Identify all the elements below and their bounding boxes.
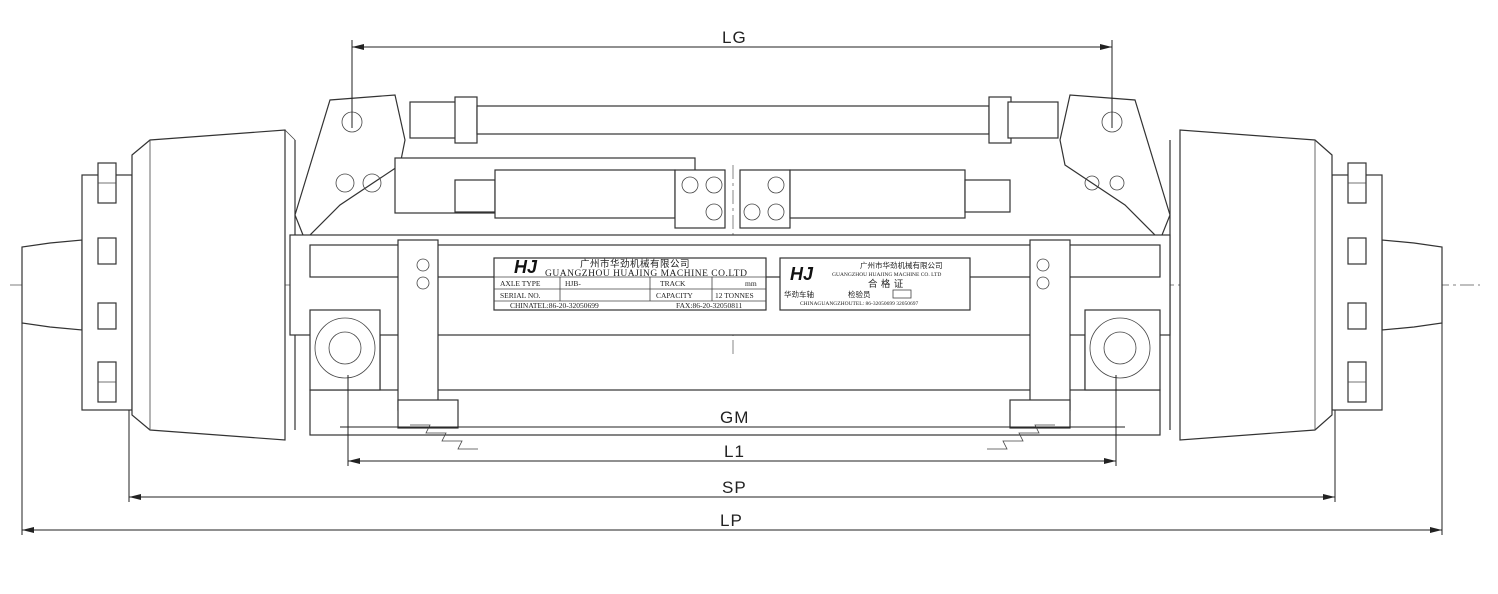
nameplate-right-inspector: 检验员	[848, 289, 871, 299]
nameplate-right-company-en: GUANGZHOU HUAJING MACHINE CO. LTD	[832, 272, 941, 278]
capacity-label: CAPACITY	[656, 291, 693, 300]
nameplate-right-company-cn: 广州市华劲机械有限公司	[860, 260, 943, 270]
nameplate-left-fax: FAX:86-20-32050811	[676, 301, 742, 310]
dimension-lp: LP	[21, 323, 1443, 535]
brake-arms	[397, 239, 1071, 450]
dimension-sp: SP	[128, 410, 1336, 502]
dimension-l1: L1	[347, 375, 1117, 466]
dimension-lg: LG	[351, 28, 1113, 128]
nameplate-right-cert-title: 合 格 证	[868, 278, 904, 290]
nameplate-right-footer: CHINAGUANGZHOUTEL: 86-32050699 32050697	[800, 301, 918, 307]
nameplate-left-logo: HJ	[514, 257, 538, 277]
kingpin-bosses	[309, 309, 1161, 391]
dimension-sp-label: SP	[722, 478, 747, 497]
dimension-gm: GM	[340, 408, 1125, 428]
nameplate-left-company-cn: 广州市华劲机械有限公司	[580, 258, 690, 270]
track-label: TRACK	[660, 279, 686, 288]
right-hub-studs	[1347, 162, 1367, 403]
nameplate-right-brand: 华劲车轴	[784, 289, 814, 299]
nameplate-left-tel: CHINATEL:86-20-32050699	[510, 301, 599, 310]
left-hub	[21, 129, 296, 441]
right-hub	[1169, 129, 1443, 441]
nameplate-left-company-en: GUANGZHOU HUAJING MACHINE CO.LTD	[545, 269, 747, 279]
capacity-value: 12 TONNES	[715, 291, 754, 300]
dimension-gm-label: GM	[720, 408, 749, 427]
dimension-lp-label: LP	[720, 511, 743, 530]
dimension-l1-label: L1	[724, 442, 745, 461]
axle-type-value: HJB-	[565, 279, 581, 288]
nameplate-right: HJ 广州市华劲机械有限公司 GUANGZHOU HUAJING MACHINE…	[779, 257, 971, 311]
dimension-lg-label: LG	[722, 28, 747, 47]
steering-cylinder	[394, 157, 1011, 229]
axle-type-label: AXLE TYPE	[500, 279, 541, 288]
track-unit: mm	[745, 279, 757, 288]
tie-rod	[409, 96, 1059, 144]
nameplate-left: HJ 广州市华劲机械有限公司 GUANGZHOU HUAJING MACHINE…	[493, 257, 767, 311]
serial-label: SERIAL NO.	[500, 291, 541, 300]
nameplate-right-logo: HJ	[790, 264, 814, 284]
left-hub-studs	[97, 162, 117, 403]
steering-brackets	[294, 94, 1171, 242]
